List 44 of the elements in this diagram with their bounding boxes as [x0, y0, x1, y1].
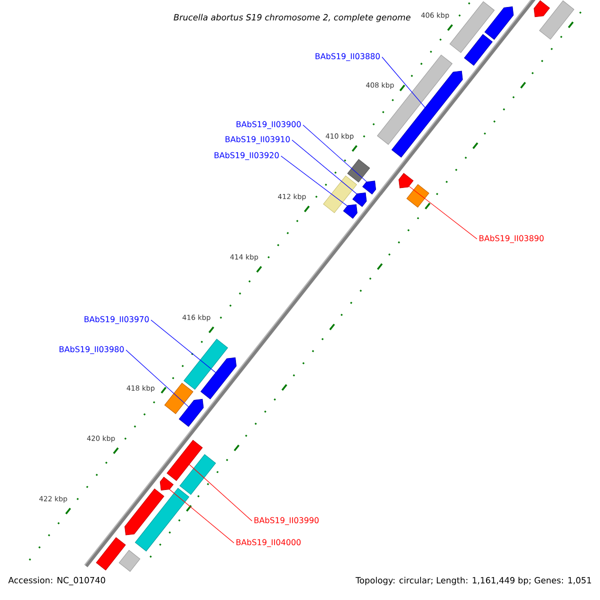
- gene-block: [184, 338, 228, 390]
- gene-label: BAbS19_II03970: [84, 316, 149, 324]
- gene-block: [118, 550, 140, 572]
- leader-line: [408, 186, 478, 240]
- leader-line: [126, 350, 189, 408]
- gene-block: [464, 34, 493, 66]
- gene-block: [343, 204, 358, 219]
- gene-label: BAbS19_II03980: [60, 346, 124, 354]
- gene-label: BAbS19_II03920: [214, 152, 279, 160]
- gene-block: [180, 454, 216, 495]
- gene-label: BAbS19_II03990: [254, 517, 319, 525]
- gene-block: [362, 180, 376, 194]
- leader-line: [150, 320, 216, 373]
- gene-block: [96, 537, 126, 570]
- gene-block: [160, 476, 174, 490]
- gene-block: [347, 159, 370, 182]
- leader-line: [382, 56, 426, 108]
- gene-block: [323, 176, 357, 214]
- gene-block: [539, 0, 574, 40]
- gene-block: [178, 398, 204, 427]
- gene-label: BAbS19_II03900: [236, 121, 301, 129]
- gene-label: BAbS19_II03880: [316, 53, 380, 61]
- title: Brucella abortus S19 chromosome 2, complete genome: [174, 14, 410, 22]
- leader-line: [302, 124, 367, 182]
- gene-block: [406, 184, 430, 208]
- gene-block: [352, 192, 367, 207]
- gene-block: [166, 440, 203, 481]
- leader-line: [292, 140, 358, 194]
- gene-block: [134, 488, 190, 552]
- gene-block: [164, 382, 194, 414]
- gene-block: [484, 6, 514, 40]
- leader-line: [280, 156, 348, 206]
- gene-block: [398, 173, 414, 188]
- gene-block: [124, 488, 164, 536]
- accession-text: Accession: NC_010740: [8, 576, 106, 586]
- gene-label: BAbS19_II03910: [226, 136, 290, 144]
- gene-label: BAbS19_II03890: [480, 235, 544, 243]
- leader-line: [188, 464, 252, 522]
- gene-label: BAbS19_II04000: [236, 539, 301, 547]
- gene-block: [200, 357, 237, 400]
- gene-block: [534, 0, 550, 18]
- gene-block: [450, 1, 495, 53]
- genome-info-text: Topology: circular; Length: 1,161,449 bp; Genes: 1,051: [356, 576, 592, 586]
- leader-line: [169, 489, 234, 544]
